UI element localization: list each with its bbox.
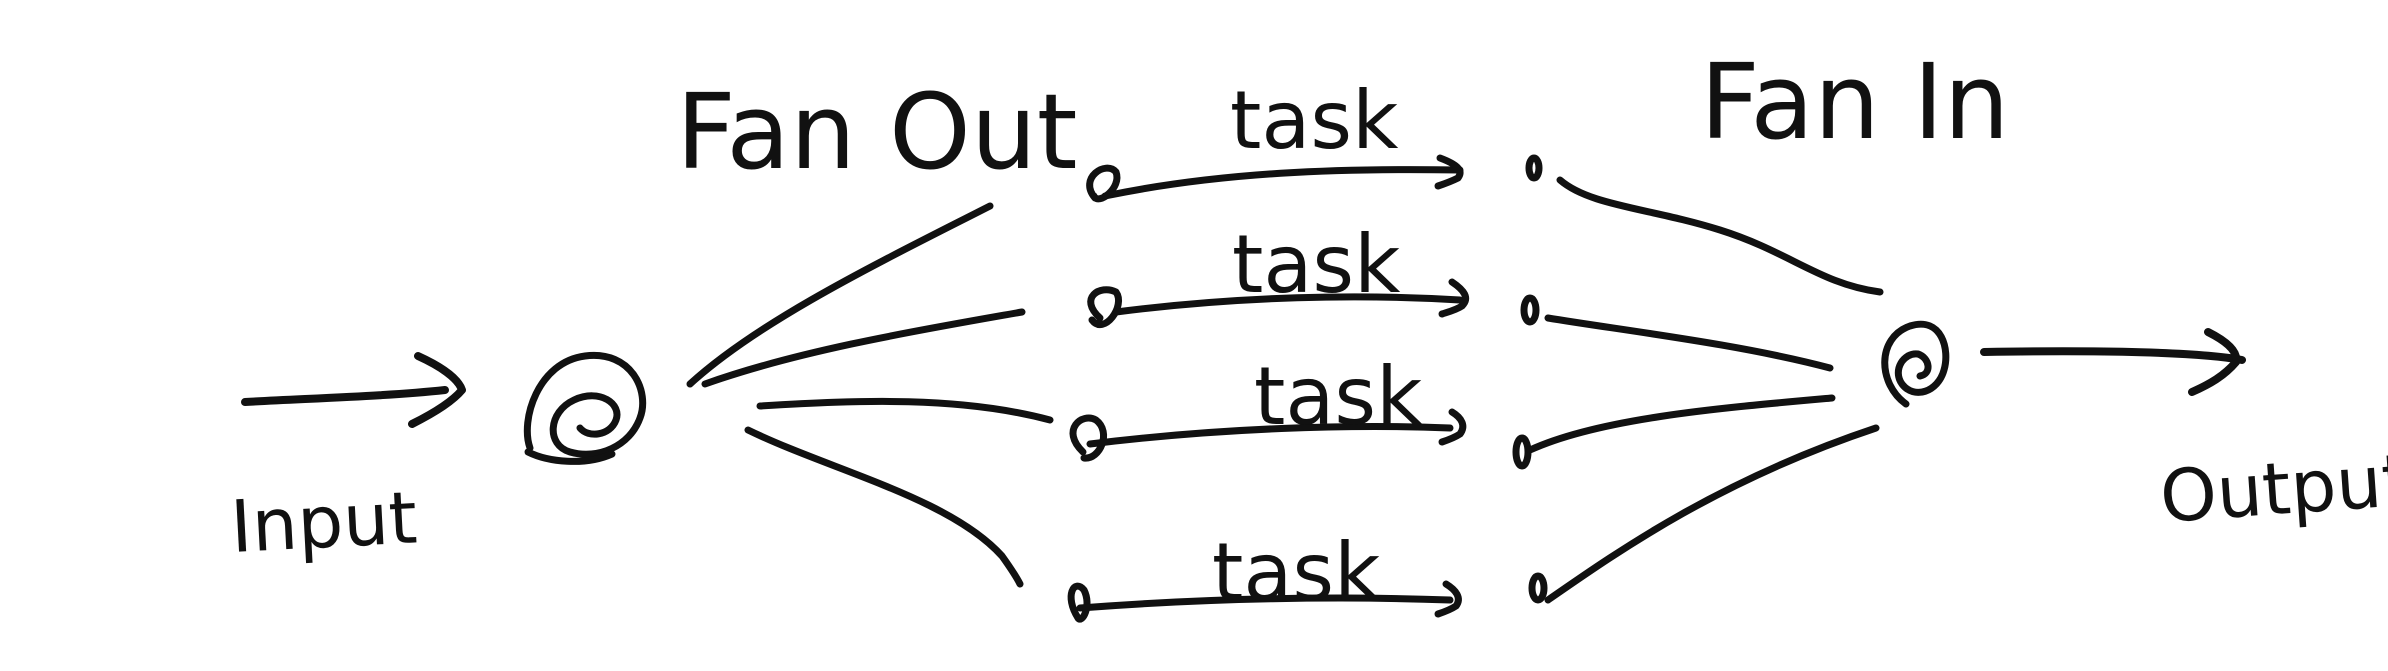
fan-out-branches <box>686 202 1054 588</box>
output-label: Output <box>2157 438 2388 539</box>
task-label-3: task <box>1254 350 1423 443</box>
task-row-1: task <box>1086 74 1543 203</box>
sink-node <box>1881 320 1950 408</box>
fan-in-label: Fan In <box>1700 41 2010 163</box>
task-row-2: task <box>1087 218 1540 328</box>
fan-out-label: Fan Out <box>676 71 1078 193</box>
task-label-1: task <box>1230 74 1399 167</box>
source-node <box>523 352 647 465</box>
task-row-3: task <box>1069 350 1532 470</box>
input-arrow <box>241 352 466 428</box>
task-row-4: task <box>1067 526 1548 623</box>
task-label-2: task <box>1232 218 1401 311</box>
output-arrow <box>1980 328 2246 396</box>
fan-in-branches <box>1526 176 1884 604</box>
task-label-4: task <box>1212 526 1381 619</box>
input-label: Input <box>228 475 419 569</box>
